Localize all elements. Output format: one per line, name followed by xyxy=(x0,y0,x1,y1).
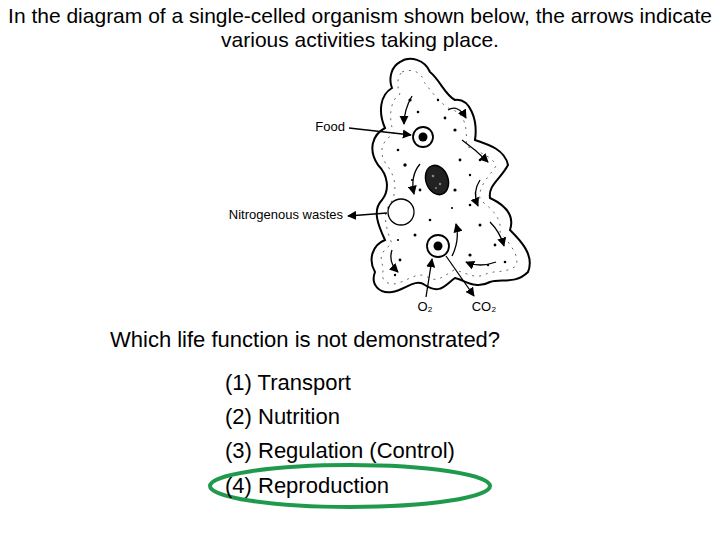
gas-label: CO₂ xyxy=(472,300,497,315)
question-stem: In the diagram of a single-celled organi… xyxy=(0,4,720,52)
question-text: Which life function is not demonstrated? xyxy=(110,327,500,352)
part-label: Nitrogenous wastes xyxy=(229,208,343,223)
answer-option: (3) Regulation (Control) xyxy=(225,438,455,463)
part-label: Food xyxy=(315,120,345,135)
answer-option: (1) Transport xyxy=(225,370,351,395)
gas-label: O₂ xyxy=(417,300,432,315)
answer-option: (2) Nutrition xyxy=(225,404,340,429)
answer-highlight: (4) Reproduction xyxy=(208,463,492,509)
answer-option: (4) Reproduction xyxy=(208,463,492,499)
